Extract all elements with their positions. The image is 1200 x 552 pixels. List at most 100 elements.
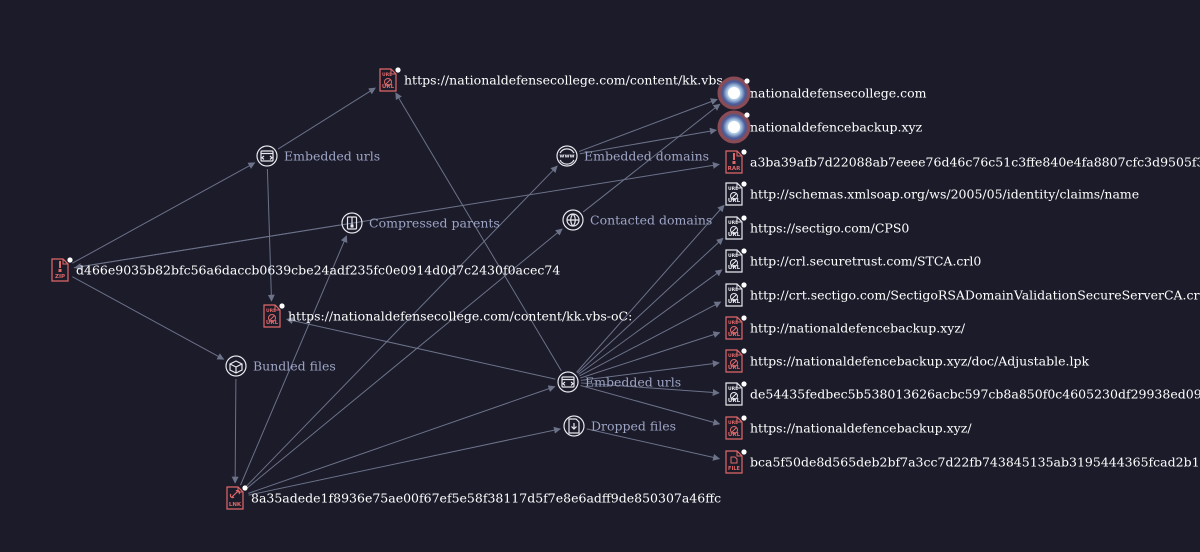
- node-label: bca5f50de8d565deb2bf7a3cc7d22fb743845135…: [750, 455, 1200, 470]
- svg-text:URL: URL: [728, 353, 738, 359]
- file-badge: LNK: [229, 502, 242, 508]
- domain-icon: [717, 76, 751, 110]
- file-badge: URL: [728, 332, 741, 338]
- svg-text:URL: URL: [266, 308, 276, 314]
- node-label: nationaldefensecollege.com: [750, 86, 927, 101]
- embedded-urls-icon: [256, 145, 278, 167]
- node-label: https://nationaldefensecollege.com/conte…: [288, 309, 632, 324]
- node-rel_emb_urls_1[interactable]: Embedded urls: [256, 145, 380, 167]
- contacted-domains-icon: [562, 209, 584, 231]
- url-icon: URL URL: [725, 348, 747, 373]
- file-badge: RAR: [728, 166, 741, 172]
- edge-rel_emb_urls_2-to-u6: [580, 360, 720, 381]
- edge-rel_emb_urls_2-to-u1: [576, 204, 725, 373]
- svg-text:URL: URL: [728, 287, 738, 293]
- node-label: http://crt.sectigo.com/SectigoRSADomainV…: [750, 288, 1200, 303]
- edge-rel_emb_urls_2-to-u2: [577, 237, 724, 374]
- edge-zip-to-rel_bundled: [72, 276, 225, 360]
- node-rel_emb_urls_2[interactable]: Embedded urls: [557, 371, 681, 393]
- edge-rel_emb_domains-to-dom_ndc: [578, 98, 718, 152]
- edges: [72, 87, 725, 496]
- svg-text:URL: URL: [728, 186, 738, 192]
- edge-rel_emb_urls_2-to-u8: [580, 384, 721, 426]
- node-label: https://nationaldefencebackup.xyz/: [750, 421, 972, 436]
- node-rel_contacted[interactable]: Contacted domains: [562, 209, 712, 231]
- edge-lnk-to-rel_compressed: [240, 235, 348, 486]
- edge-rel_contacted-to-dom_ndc: [582, 103, 721, 213]
- node-rel_emb_domains[interactable]: www Embedded domains: [556, 145, 709, 167]
- node-file_dropped[interactable]: FILE bca5f50de8d565deb2bf7a3cc7d22fb74384…: [725, 449, 1200, 474]
- node-label: Compressed parents: [369, 216, 500, 231]
- zip-file-icon: ZIP: [51, 257, 73, 282]
- edge-rel_emb_urls_1-to-url_kk: [277, 87, 376, 150]
- node-rel_compressed[interactable]: Compressed parents: [341, 212, 500, 234]
- url-icon: URL URL: [725, 215, 747, 240]
- rar-file-icon: RAR: [725, 149, 747, 174]
- edge-rel_dropped-to-file_dropped: [586, 428, 721, 461]
- node-dom_ndc[interactable]: nationaldefensecollege.com: [717, 76, 927, 110]
- file-badge: URL: [728, 232, 741, 238]
- node-rel_bundled[interactable]: Bundled files: [225, 355, 336, 377]
- edge-rel_emb_urls_1-to-url_kk_oc: [266, 168, 275, 302]
- node-label: http://schemas.xmlsoap.org/ws/2005/05/id…: [750, 187, 1139, 202]
- node-label: Contacted domains: [590, 213, 712, 228]
- file-badge: URL: [728, 265, 741, 271]
- svg-text:URL: URL: [728, 386, 738, 392]
- svg-text:URL: URL: [728, 253, 738, 259]
- node-label: Embedded domains: [584, 149, 709, 164]
- node-label: d466e9035b82bfc56a6daccb0639cbe24adf235f…: [76, 263, 560, 278]
- node-label: Bundled files: [253, 359, 336, 374]
- node-zip[interactable]: ZIP d466e9035b82bfc56a6daccb0639cbe24adf2…: [51, 257, 560, 282]
- compressed-parents-icon: [341, 212, 363, 234]
- node-u3[interactable]: URL URL http://crl.securetrust.com/STCA.cr…: [725, 248, 981, 273]
- edge-lnk-to-rel_dropped: [248, 426, 561, 496]
- node-label: https://sectigo.com/CPS0: [750, 221, 909, 236]
- edge-rel_emb_urls_2-to-u4: [579, 301, 722, 377]
- svg-text:www: www: [559, 154, 574, 160]
- edge-zip-to-rel_emb_urls_1: [72, 162, 256, 264]
- edge-rel_emb_urls_2-to-url_kk: [395, 92, 562, 372]
- edge-rel_emb_urls_2-to-u3: [578, 269, 723, 375]
- bundled-files-icon: [225, 355, 247, 377]
- svg-text:URL: URL: [728, 220, 738, 226]
- node-dom_ndb[interactable]: nationaldefencebackup.xyz: [717, 110, 923, 144]
- edge-rel_emb_urls_2-to-u5: [580, 331, 721, 379]
- generic-file-icon: FILE: [725, 449, 747, 474]
- embedded-urls-icon: [557, 371, 579, 393]
- file-badge: URL: [728, 365, 741, 371]
- node-label: de54435fedbec5b538013626acbc597cb8a850f0…: [750, 387, 1200, 402]
- edge-rel_compressed-to-zip: [74, 224, 340, 271]
- edge-rel_emb_domains-to-dom_ndb: [579, 127, 717, 155]
- node-u2[interactable]: URL URL https://sectigo.com/CPS0: [725, 215, 909, 240]
- dropped-files-icon: [563, 415, 585, 437]
- node-label: http://crl.securetrust.com/STCA.crl0: [750, 254, 981, 269]
- file-badge: ZIP: [55, 274, 65, 280]
- edge-rel_emb_urls_2-to-u7: [580, 382, 720, 396]
- node-label: nationaldefencebackup.xyz: [750, 120, 923, 135]
- edge-lnk-to-rel_emb_urls_2: [248, 385, 556, 494]
- file-badge: URL: [382, 84, 395, 90]
- svg-text:URL: URL: [382, 72, 392, 78]
- node-rel_dropped[interactable]: Dropped files: [563, 415, 676, 437]
- svg-text:URL: URL: [728, 420, 738, 426]
- edge-rel_emb_urls_2-to-url_kk_oc: [285, 317, 556, 380]
- file-badge: FILE: [728, 466, 740, 472]
- url-icon: URL URL: [725, 248, 747, 273]
